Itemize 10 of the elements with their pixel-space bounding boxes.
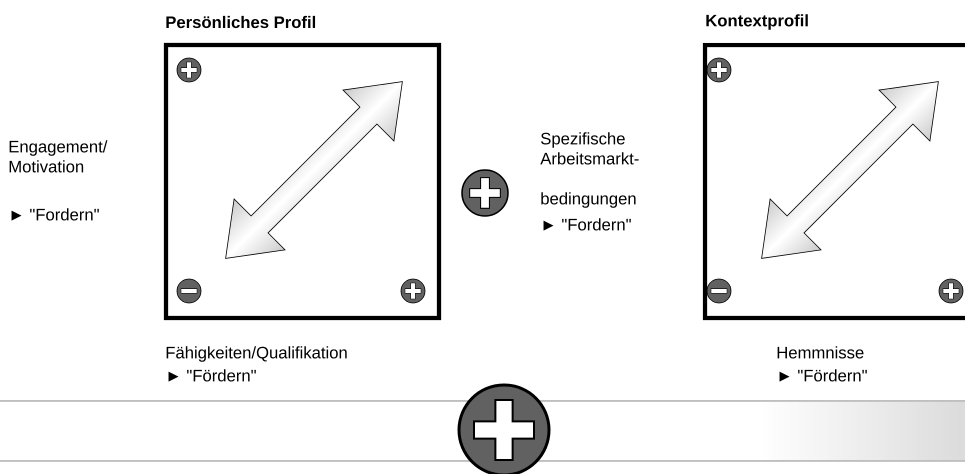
heading: Persönliches Profil [166, 16, 316, 28]
axis-label: Spezifische Arbeitsmarkt- bedingungen [540, 132, 639, 208]
axis-label: Hemmnisse [778, 346, 864, 358]
heading: Kontextprofil [706, 14, 808, 30]
axis-label: ► "Fördern" [780, 369, 867, 382]
axis-label: Fähigkeiten/Qualifikation [166, 346, 347, 362]
axis-label: Engagement/ Motivation [10, 140, 108, 172]
axis-label: ► "Fördern" [168, 369, 256, 382]
axis-label: ► "Fordern" [12, 208, 99, 221]
axis-label: ► "Fordern" [544, 218, 631, 231]
